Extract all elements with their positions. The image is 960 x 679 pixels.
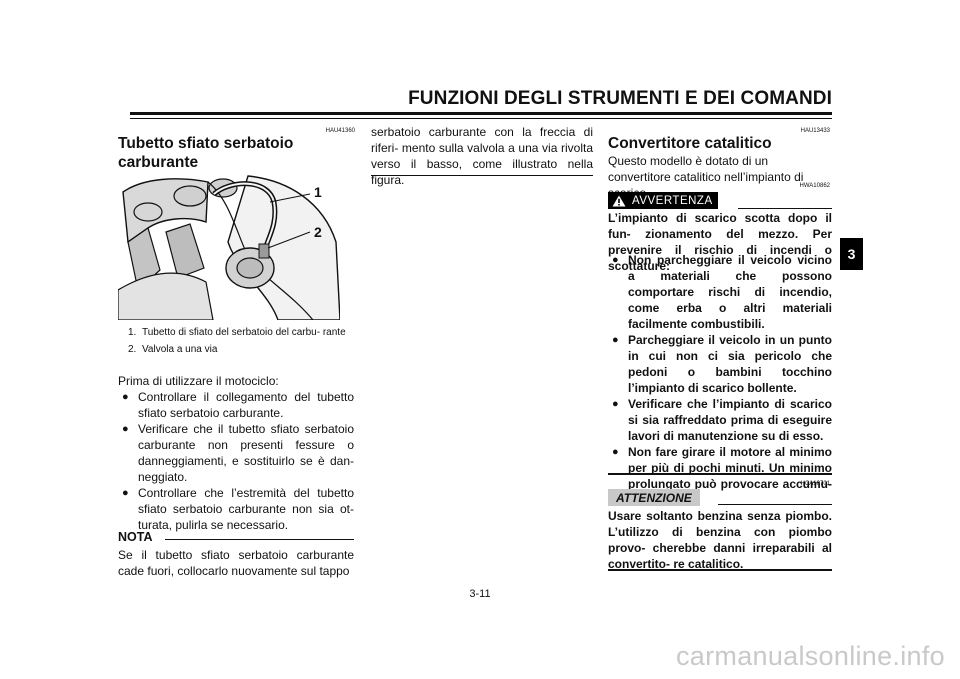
watermark: carmanualsonline.info: [676, 641, 945, 671]
bullet-icon: ●: [612, 446, 619, 458]
figure-label-1: 1: [314, 184, 322, 200]
caption-item: 1. Tubetto di sfiato del serbatoio del c…: [128, 327, 346, 340]
warning-list-text: Verificare che l’impianto di scarico si …: [628, 397, 832, 443]
warning-end-rule: [608, 473, 832, 475]
section-heading: Convertitore catalitico: [608, 135, 772, 152]
warning-list-text: Non parcheggiare il veicolo vicino a mat…: [628, 253, 832, 331]
bullet-icon: ●: [122, 423, 129, 435]
warning-rule: [738, 208, 832, 209]
check-list: ● Controllare il collegamento del tubetto…: [118, 389, 354, 533]
check-list-text: Verificare che il tubetto sfiato serbato…: [138, 422, 354, 484]
caution-rule: [718, 504, 832, 505]
page-number: 3-11: [469, 588, 491, 600]
section-end-rule: [371, 175, 593, 176]
check-list-text: Controllare il collegamento del tubetto …: [138, 390, 354, 420]
warning-triangle-icon: [612, 195, 626, 206]
bullet-icon: ●: [612, 334, 619, 346]
bullet-icon: ●: [122, 391, 129, 403]
warning-list-text: Parcheggiare il veicolo in un punto in c…: [628, 333, 832, 395]
caption-number: 1.: [128, 327, 137, 338]
fuel-tank-figure: 1 2: [117, 172, 341, 321]
figure-captions: 1. Tubetto di sfiato del serbatoio del c…: [128, 327, 346, 360]
caption-text: Valvola a una via: [142, 343, 218, 355]
warning-code: HWA10862: [799, 183, 830, 189]
warning-list: ● Non parcheggiare il veicolo vicino a ma…: [608, 252, 832, 508]
caution-text: Usare soltanto benzina senza piombo. L’u…: [608, 509, 832, 571]
warning-list-item: ● Non parcheggiare il veicolo vicino a ma…: [608, 252, 832, 332]
caution-end-rule: [608, 569, 832, 571]
nota-label: NOTA: [118, 530, 153, 544]
check-list-text: Controllare che l’estremità del tubetto …: [138, 486, 354, 532]
section-code: HAU13433: [800, 128, 830, 134]
caption-item: 2. Valvola a una via: [128, 344, 346, 357]
section-code: HAU41360: [325, 128, 355, 134]
figure-label-2: 2: [314, 224, 322, 240]
caution-label: ATTENZIONE: [616, 490, 692, 505]
warning-text: L’impianto di scarico scotta dopo il fun…: [608, 211, 832, 273]
intro-text: Prima di utilizzare il motociclo:: [118, 374, 279, 388]
warning-badge: AVVERTENZA: [608, 192, 718, 209]
warning-list-item: ● Parcheggiare il veicolo in un punto in …: [608, 332, 832, 396]
check-list-item: ● Controllare che l’estremità del tubetto…: [118, 485, 354, 533]
chapter-tab: 3: [840, 238, 863, 270]
nota-rule: [165, 539, 354, 540]
caption-number: 2.: [128, 343, 137, 355]
check-list-item: ● Controllare il collegamento del tubetto…: [118, 389, 354, 421]
section-heading: Tubetto sfiato serbatoio carburante: [118, 135, 294, 171]
header-rule-thin: [130, 118, 832, 119]
bullet-icon: ●: [612, 398, 619, 410]
caption-text: Tubetto di sfiato del serbatoio del carb…: [142, 327, 346, 338]
fuel-breather-illustration: [117, 172, 341, 321]
warning-label: AVVERTENZA: [632, 194, 713, 207]
bullet-icon: ●: [122, 487, 129, 499]
caution-badge: ATTENZIONE: [608, 489, 700, 506]
nota-text: Se il tubetto sfiato serbatoio carburant…: [118, 548, 354, 578]
caution-code: HCA10701: [800, 481, 830, 487]
page-header-title: FUNZIONI DEGLI STRUMENTI E DEI COMANDI: [408, 88, 832, 109]
bullet-icon: ●: [612, 254, 619, 266]
header-rule: [130, 112, 832, 115]
warning-list-item: ● Verificare che l’impianto di scarico si…: [608, 396, 832, 444]
continued-text: serbatoio carburante con la freccia di r…: [371, 125, 593, 187]
check-list-item: ● Verificare che il tubetto sfiato serbat…: [118, 421, 354, 485]
